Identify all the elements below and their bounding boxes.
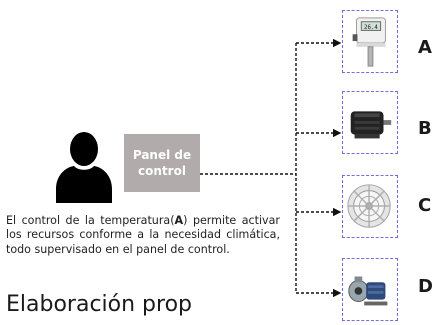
panel-label-line2: control [138,164,186,178]
device-a-label: A [418,37,432,58]
person-icon [56,132,112,203]
device-d-box [342,258,398,321]
description-text: El control de la temperatura(A) permite … [6,214,280,257]
water-pump-icon [348,276,388,306]
device-b-box [342,91,398,154]
sensor-display-value: 26.4 [364,25,378,31]
device-b-label: B [418,118,432,139]
fan-icon [347,184,391,228]
temperature-sensor-icon: 26.4 [352,17,386,67]
device-a-box: 26.4 [342,10,398,73]
bottom-caption: Elaboración prop [6,292,193,317]
electric-motor-icon [350,111,392,139]
control-panel-box: Panel de control [124,134,200,192]
description-suffix: ) permite activar los recursos conforme … [6,214,280,256]
description-highlight: A [174,214,184,227]
device-c-box [342,175,398,238]
device-c-label: C [418,195,432,216]
description-prefix: El control de la temperatura( [6,214,175,227]
panel-label-line1: Panel de [132,148,192,162]
device-d-label: D [418,276,433,297]
